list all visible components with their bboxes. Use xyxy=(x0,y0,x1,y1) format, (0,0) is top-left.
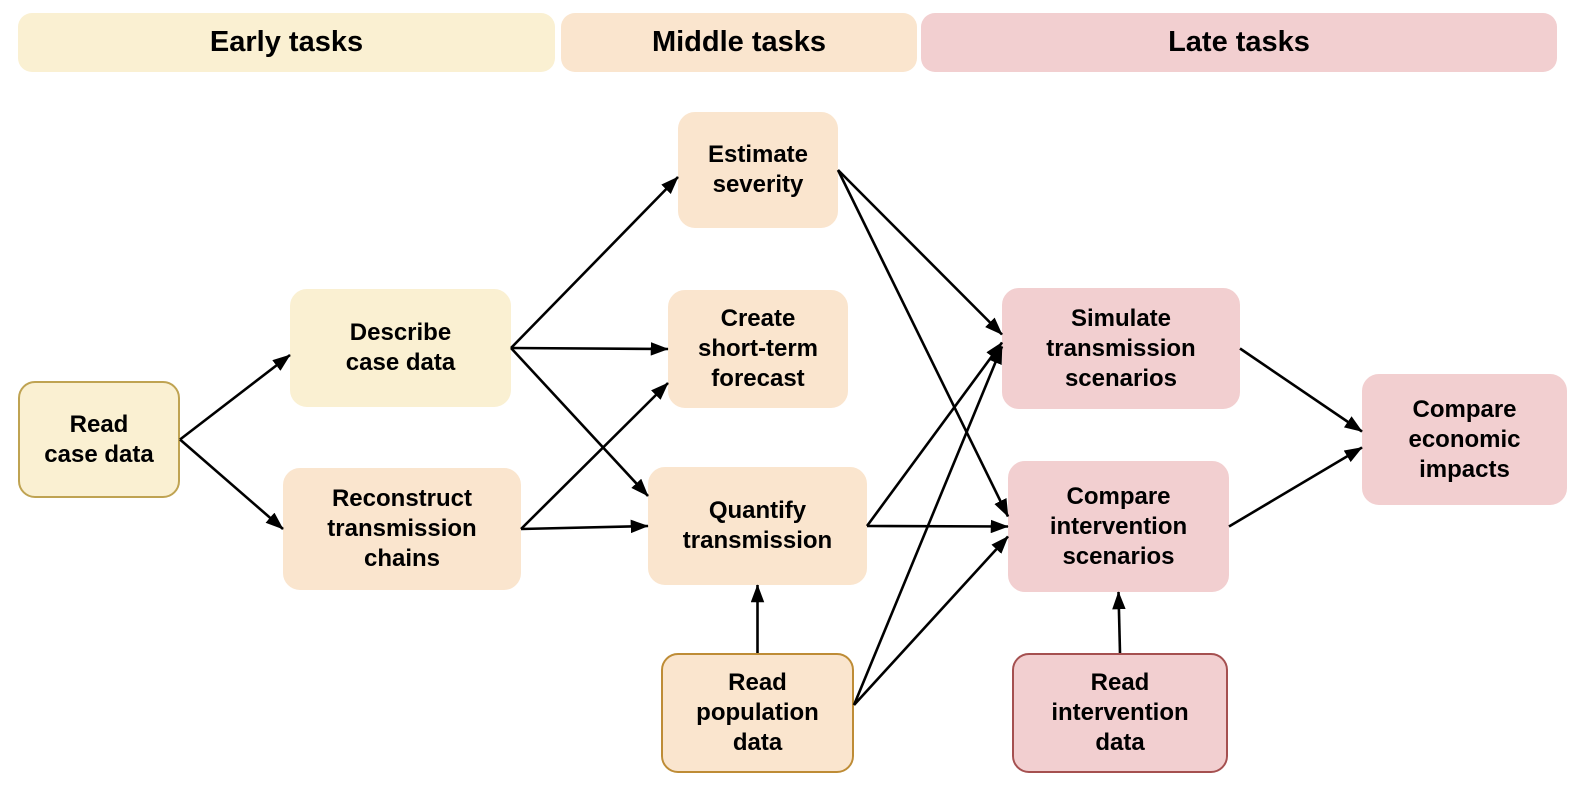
node-quantify-transmission: Quantify transmission xyxy=(648,467,867,585)
edge-describe-case-data--create-short-term-forecast xyxy=(510,342,669,356)
edge-quantify-transmission--simulate-transmission-scenarios xyxy=(865,341,1004,527)
band-late-tasks: Late tasks xyxy=(921,13,1557,72)
edge-estimate-severity--simulate-transmission-scenarios xyxy=(837,169,1003,336)
node-estimate-severity: Estimate severity xyxy=(678,112,838,228)
node-compare-intervention-scenarios: Compare intervention scenarios xyxy=(1008,461,1229,592)
band-middle-tasks: Middle tasks xyxy=(561,13,917,72)
node-create-short-term-forecast: Create short-term forecast xyxy=(668,290,848,408)
edge-simulate-transmission-scenarios--compare-economic-impacts xyxy=(1239,347,1363,433)
edge-quantify-transmission--compare-intervention-scenarios xyxy=(866,519,1009,534)
edge-compare-intervention-scenarios--compare-economic-impacts xyxy=(1228,446,1363,528)
edge-read-population-data--simulate-transmission-scenarios xyxy=(852,345,1004,706)
edge-read-intervention-data--compare-intervention-scenarios xyxy=(1112,591,1126,654)
edge-read-case-data--reconstruct-transmission-chains xyxy=(179,438,284,530)
band-early-tasks: Early tasks xyxy=(18,13,555,72)
node-read-case-data: Read case data xyxy=(18,381,180,498)
edge-estimate-severity--compare-intervention-scenarios xyxy=(836,169,1010,518)
edge-lines xyxy=(179,169,1363,706)
node-describe-case-data: Describe case data xyxy=(290,289,511,407)
edge-reconstruct-transmission-chains--create-short-term-forecast xyxy=(520,382,669,530)
node-simulate-transmission-scenarios: Simulate transmission scenarios xyxy=(1002,288,1240,409)
edge-describe-case-data--quantify-transmission xyxy=(510,347,649,497)
edge-read-case-data--describe-case-data xyxy=(179,353,291,441)
edge-read-population-data--compare-intervention-scenarios xyxy=(853,535,1009,706)
node-read-intervention-data: Read intervention data xyxy=(1012,653,1228,773)
node-read-population-data: Read population data xyxy=(661,653,854,773)
edge-reconstruct-transmission-chains--quantify-transmission xyxy=(520,519,649,534)
node-reconstruct-transmission-chains: Reconstruct transmission chains xyxy=(283,468,521,590)
node-compare-economic-impacts: Compare economic impacts xyxy=(1362,374,1567,505)
edge-describe-case-data--estimate-severity xyxy=(510,176,679,349)
